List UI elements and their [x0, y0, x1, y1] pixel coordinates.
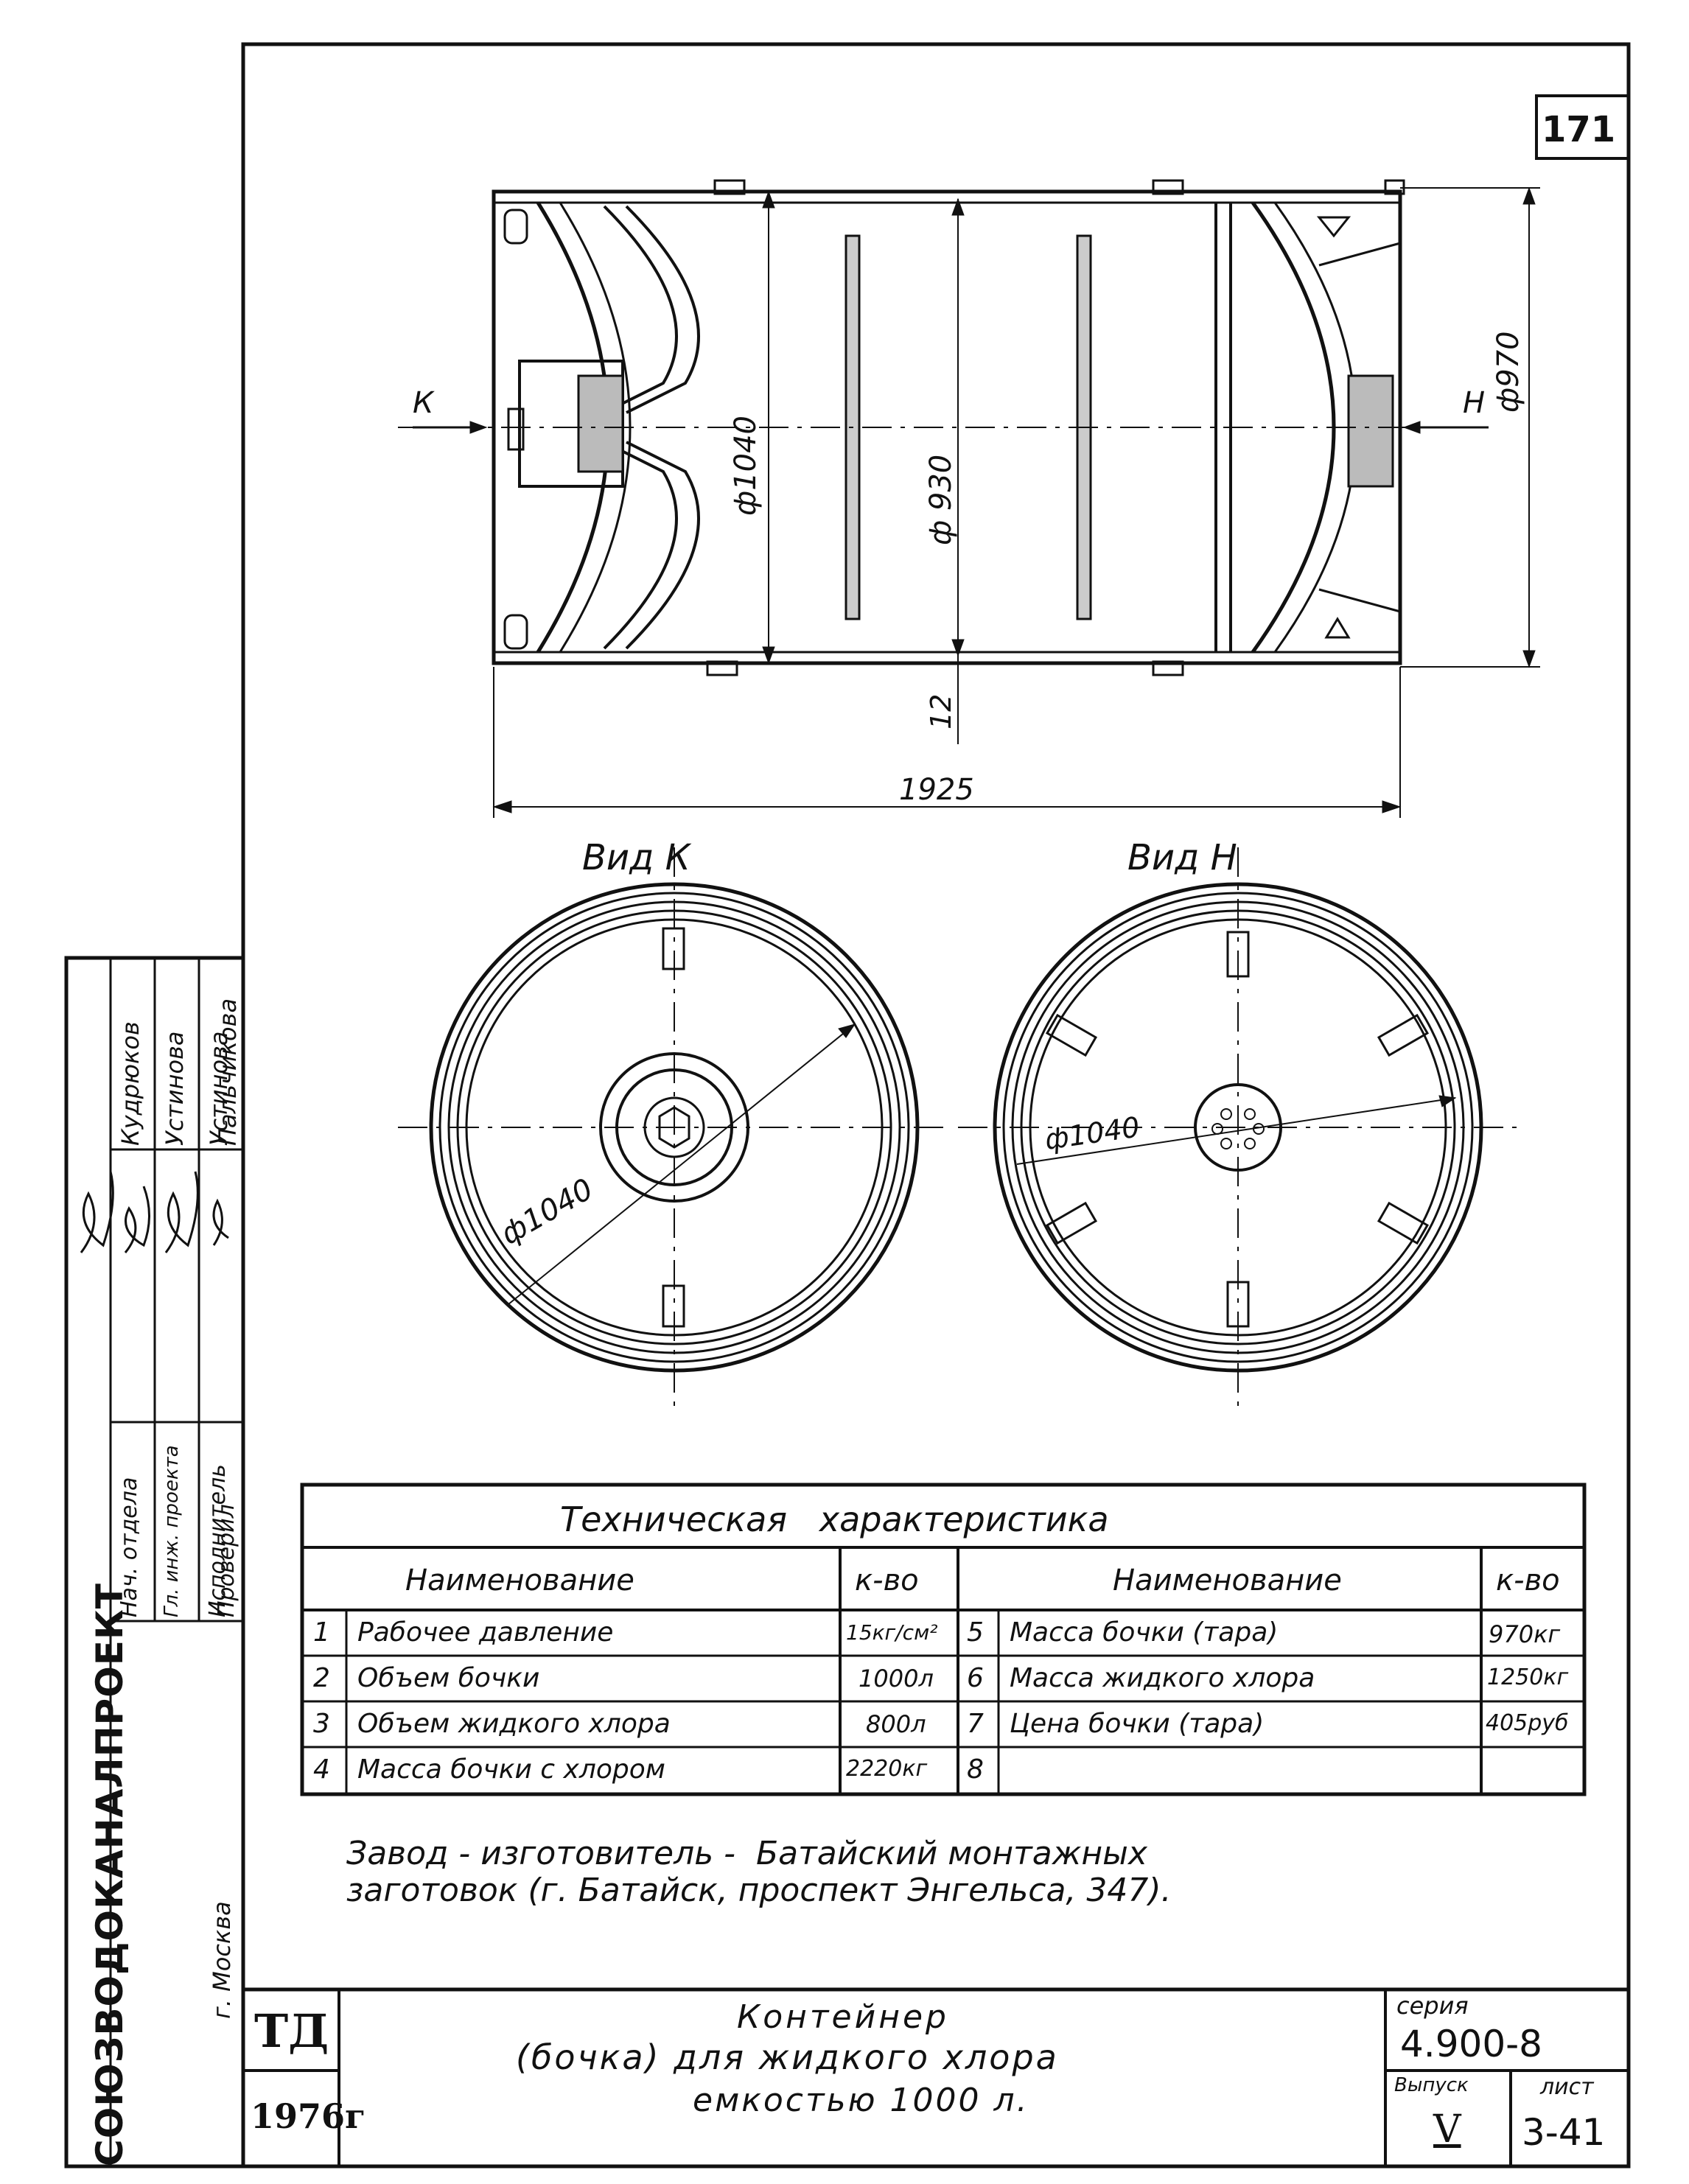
view-k-drawing — [398, 847, 951, 1415]
drawing-title-line1: Контейнер — [737, 1998, 949, 2036]
row4-name: Масса бочки с хлором — [357, 1754, 665, 1785]
dim-wall: 12 — [925, 694, 957, 729]
role-chief-engineer: Гл. инж. проекта — [161, 1445, 183, 1617]
name-chief-engineer: Устинова — [161, 1031, 189, 1147]
dim-d970: ф970 — [1492, 331, 1525, 413]
tech-header-name-1: Наименование — [405, 1564, 634, 1597]
role-checker: Проверил — [214, 1504, 239, 1617]
view-h-label: Вид Н — [1127, 837, 1237, 878]
row1-num: 1 — [313, 1617, 330, 1648]
series-label: серия — [1396, 1992, 1469, 2020]
row1-name: Рабочее давление — [357, 1617, 614, 1648]
row2-num: 2 — [313, 1663, 330, 1693]
sheet-label: лист — [1540, 2074, 1594, 2100]
tech-header-name-2: Наименование — [1113, 1564, 1342, 1597]
view-k-label: Вид К — [582, 837, 692, 878]
row3-name: Объем жидкого хлора — [357, 1709, 671, 1739]
row1-num-2: 5 — [967, 1617, 984, 1648]
dim-length: 1925 — [899, 773, 974, 807]
row1-qty-2: 970кг — [1489, 1620, 1561, 1648]
row1-qty: 15кг/см² — [846, 1620, 938, 1645]
drawing-title-line3: емкостью 1000 л. — [693, 2082, 1029, 2119]
sheet-value: 3-41 — [1522, 2111, 1606, 2154]
dim-d930: ф 930 — [924, 455, 958, 545]
name-head-dept: Кудрюков — [116, 1021, 144, 1146]
row4-num-2: 8 — [967, 1754, 984, 1785]
drawing-title-line2: (бочка) для жидкого хлора — [516, 2037, 1059, 2077]
name-checker: Пальчикова — [214, 998, 242, 1146]
role-head-dept: Нач. отдела — [116, 1477, 142, 1617]
row4-num: 4 — [313, 1754, 330, 1785]
arrow-k-label: К — [413, 386, 435, 420]
arrow-h-label: Н — [1463, 386, 1485, 420]
tech-header-qty-2: к-во — [1496, 1564, 1560, 1597]
tech-table-grid — [300, 1483, 1587, 1796]
signatures — [80, 1171, 229, 1253]
series-value: 4.900-8 — [1400, 2023, 1542, 2065]
barrel-side-view — [398, 179, 1540, 818]
manufacturer-note-line1: Завод - изготовитель - Батайский монтажн… — [346, 1835, 1147, 1872]
dim-d1040-view-k: ф1040 — [495, 1172, 599, 1252]
issue-label: Выпуск — [1394, 2074, 1469, 2096]
view-h-drawing — [958, 847, 1518, 1415]
row2-num-2: 6 — [967, 1663, 984, 1693]
city-label: г. Москва — [208, 1901, 236, 2019]
row2-qty: 1000л — [859, 1665, 934, 1693]
dim-d1040-view-h: ф1040 — [1043, 1110, 1141, 1156]
row3-num: 3 — [313, 1709, 330, 1739]
year: 1976г — [251, 2096, 366, 2136]
sheet-number-box — [1535, 94, 1630, 160]
row3-num-2: 7 — [967, 1709, 984, 1739]
manufacturer-note-line2: заготовок (г. Батайск, проспект Энгельса… — [346, 1872, 1172, 1909]
tech-table-title: Техническая характеристика — [560, 1499, 1109, 1539]
left-stamp-grid — [64, 956, 245, 2169]
dim-d1040-side: ф1040 — [729, 416, 763, 516]
dimension-labels: ф1040 ф 930 ф970 12 1925 К Н — [413, 331, 1525, 807]
row2-name: Объем бочки — [357, 1663, 540, 1693]
issue-value: V — [1433, 2107, 1461, 2152]
row2-name-2: Масса жидкого хлора — [1010, 1663, 1315, 1693]
title-block-grid — [243, 1987, 1629, 2166]
row2-qty-2: 1250кг — [1487, 1665, 1569, 1690]
organization-name: СОЮЗВОДОКАНАЛПРОЕКТ — [88, 1583, 131, 2166]
row1-name-2: Масса бочки (тара) — [1010, 1617, 1279, 1648]
row3-name-2: Цена бочки (тара) — [1010, 1709, 1265, 1739]
row4-qty: 2220кг — [846, 1756, 928, 1782]
td-mark: ТД — [254, 2004, 329, 2058]
row3-qty: 800л — [866, 1710, 926, 1738]
row3-qty-2: 405руб — [1486, 1710, 1569, 1736]
tech-header-qty-1: к-во — [855, 1564, 919, 1597]
sheet-number: 171 — [1542, 109, 1616, 150]
